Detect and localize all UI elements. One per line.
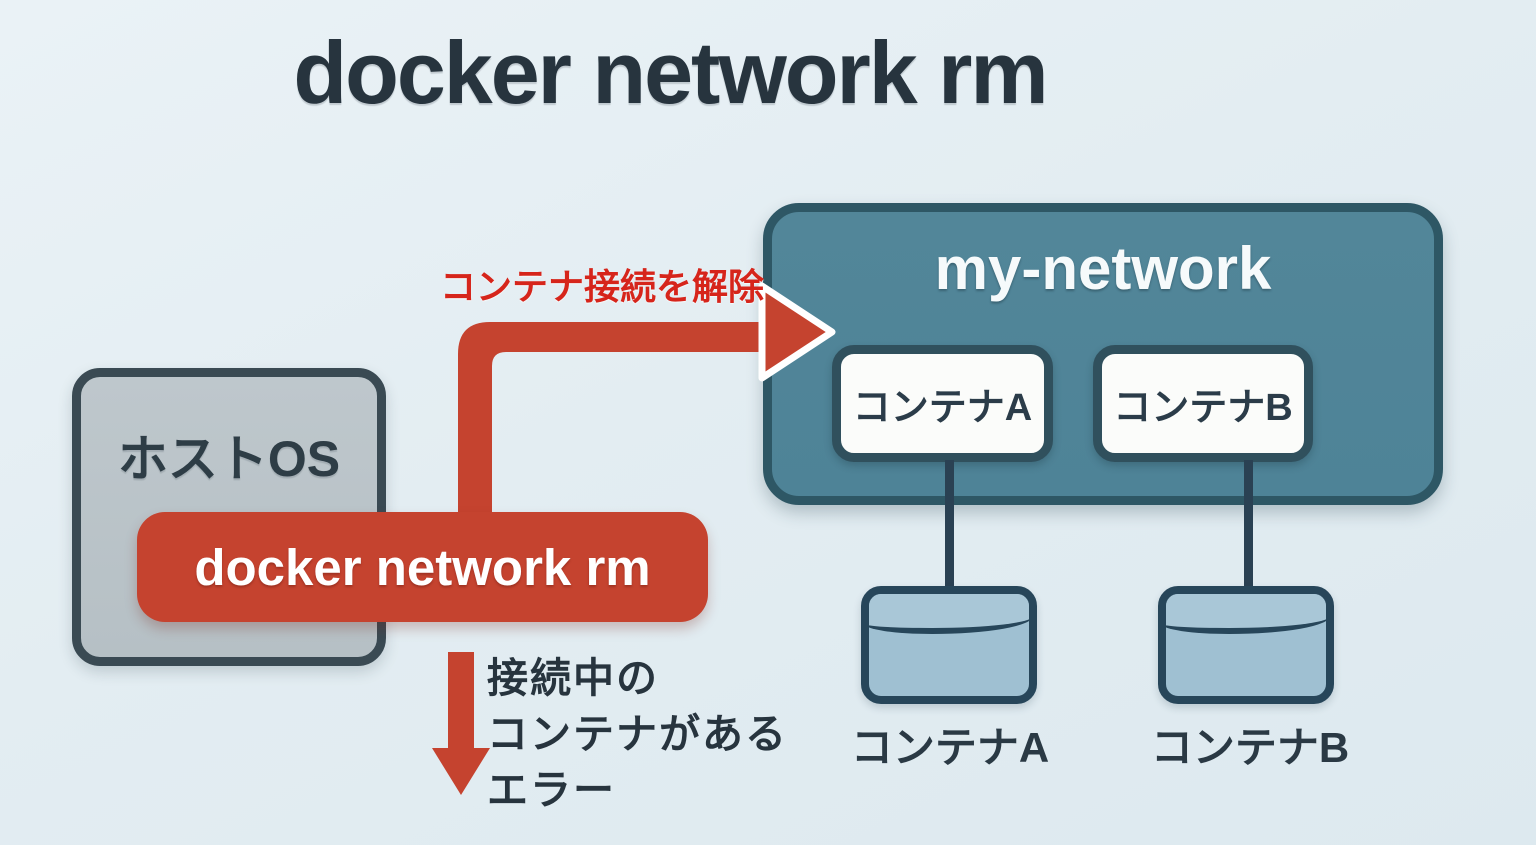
container-a-label: コンテナA xyxy=(850,724,1050,771)
disconnect-arrow-label: コンテナ接続を解除 xyxy=(440,266,765,307)
network-container-a-box: コンテナA xyxy=(832,345,1053,462)
network-container-a-label: コンテナA xyxy=(852,387,1033,429)
network-name-label: my-network xyxy=(934,235,1272,302)
error-note: 接続中の コンテナがある エラー xyxy=(487,650,788,818)
network-box: my-network コンテナA コンテナB xyxy=(763,203,1443,505)
command-banner-label: docker network rm xyxy=(194,538,651,596)
elbow-arrow-right-icon xyxy=(458,282,836,525)
network-container-b-label: コンテナB xyxy=(1113,387,1293,429)
connector-line-b xyxy=(1244,460,1253,590)
container-b-lid xyxy=(1166,594,1326,634)
arrow-down-icon xyxy=(432,652,490,795)
container-b-label: コンテナB xyxy=(1150,724,1350,771)
page-title: docker network rm xyxy=(293,23,1048,122)
command-banner: docker network rm xyxy=(137,512,708,622)
container-a-lid xyxy=(869,594,1029,634)
connector-line-a xyxy=(945,460,954,590)
network-container-b-box: コンテナB xyxy=(1093,345,1313,462)
error-note-line-2: コンテナがある xyxy=(487,711,788,757)
container-a-shape xyxy=(861,586,1037,704)
error-note-line-1: 接続中の xyxy=(487,655,659,701)
host-os-label: ホストOS xyxy=(117,431,341,487)
container-b-shape xyxy=(1158,586,1334,704)
error-note-line-3: エラー xyxy=(487,767,616,813)
